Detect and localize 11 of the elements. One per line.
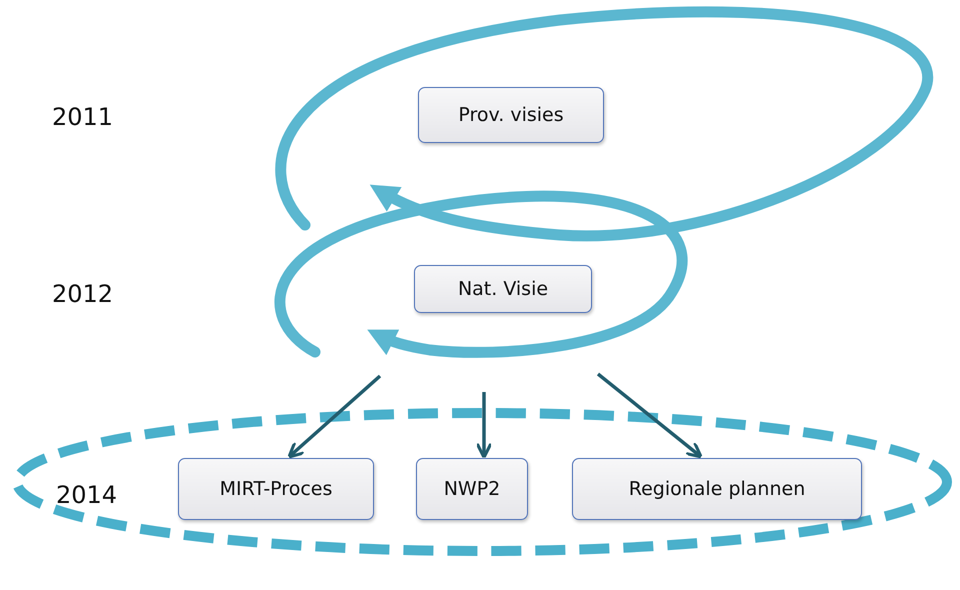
process-box: NWP2 xyxy=(416,458,528,520)
arrow xyxy=(475,392,493,459)
process-box: Prov. visies xyxy=(418,87,604,143)
process-box: MIRT-Proces xyxy=(178,458,374,520)
arrow xyxy=(287,374,382,458)
process-box: Regionale plannen xyxy=(572,458,862,520)
year-label: 2012 xyxy=(52,280,114,308)
year-label: 2014 xyxy=(56,481,118,509)
year-label: 2011 xyxy=(52,103,114,131)
process-box: Nat. Visie xyxy=(414,265,592,313)
arrow xyxy=(596,372,703,458)
